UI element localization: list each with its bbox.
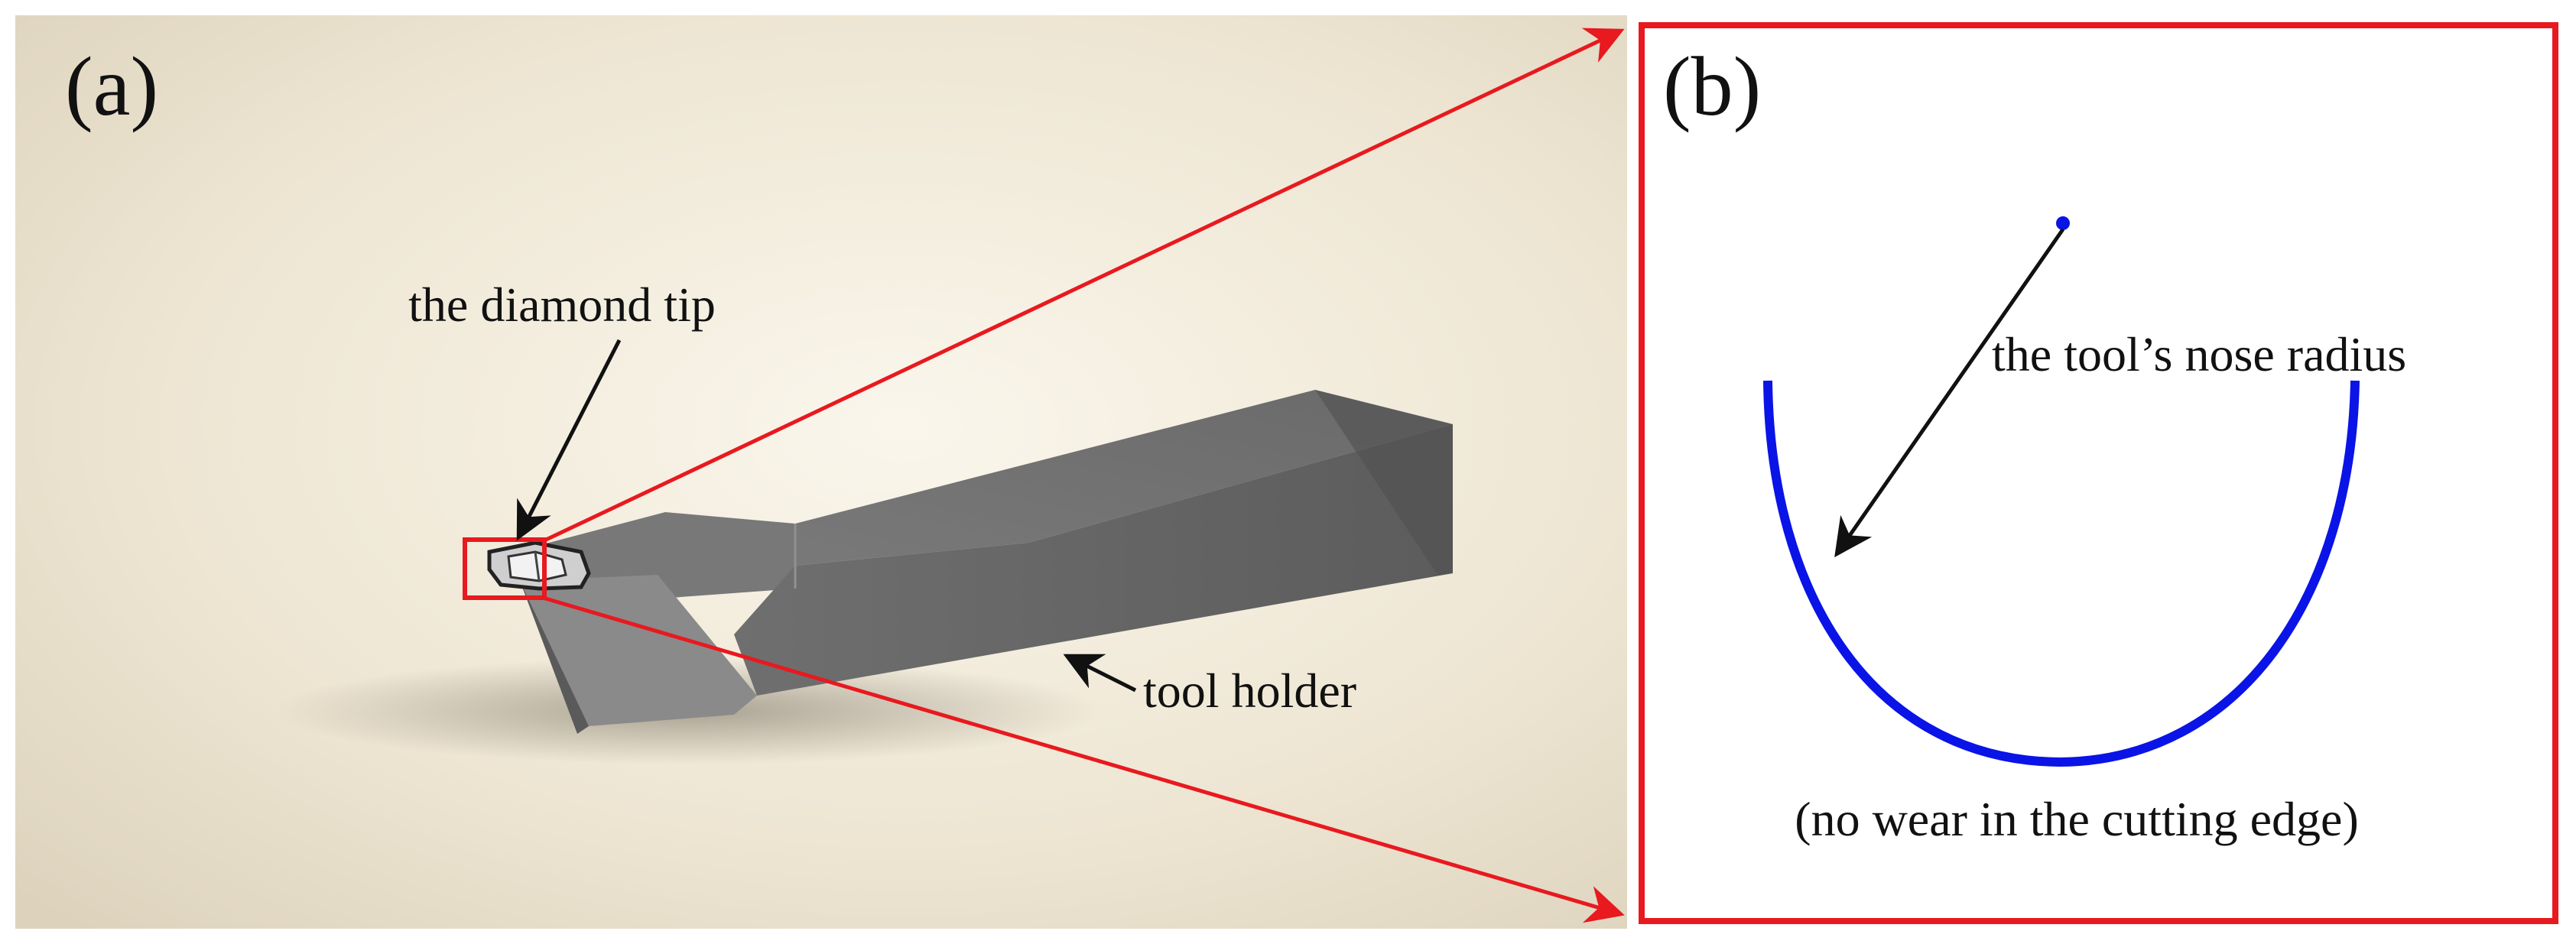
diamond-tip	[487, 540, 591, 591]
tip-highlight-box	[463, 537, 547, 600]
panel-b-caption: (no wear in the cutting edge)	[1795, 792, 2359, 846]
tool-holder-illustration	[520, 390, 1453, 734]
zoom-arrow-bottom	[542, 595, 1625, 923]
panel-b: (b) the tool’s nose radius (no wear in t…	[1639, 22, 2558, 924]
holder-top-face	[673, 390, 1453, 566]
diamond-tip-arrow	[516, 339, 622, 541]
holder-side-face	[734, 424, 1453, 696]
nose-center-point	[2056, 216, 2070, 230]
panel-a-label: (a)	[65, 40, 158, 133]
panel-b-frame	[1639, 22, 2558, 924]
zoom-arrow-top	[541, 28, 1625, 543]
panel-b-label: (b)	[1663, 40, 1761, 133]
tool-holder-arrow	[1063, 654, 1137, 693]
panel-a: (a) the diamond tip tool holder	[15, 15, 1627, 929]
holder-end-face	[1315, 390, 1453, 575]
nose-radius-label: the tool’s nose radius	[1992, 327, 2406, 381]
tool-holder-label: tool holder	[1143, 663, 1356, 718]
diamond-tip-label: the diamond tip	[408, 277, 716, 332]
nose-radius-arrow	[1834, 228, 2065, 558]
holder-front-face	[520, 575, 757, 726]
nose-radius-arc	[1763, 380, 2360, 767]
holder-front-lower	[520, 581, 589, 734]
